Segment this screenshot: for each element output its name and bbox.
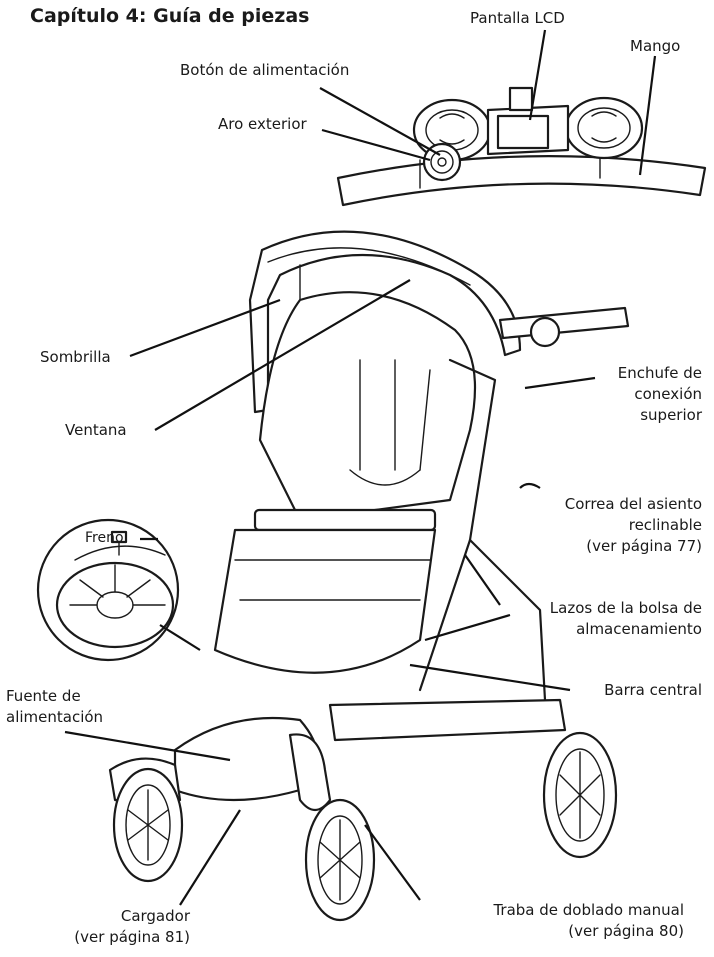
handlebar-detail [336,86,707,207]
label-fuente-line1: Fuente de [6,687,81,705]
label-lazos-line2: almacenamiento [576,620,702,638]
label-sombrilla: Sombrilla [40,348,111,366]
label-barra-central: Barra central [604,681,702,699]
label-aro-exterior: Aro exterior [218,115,307,133]
label-correa-line1: Correa del asiento [564,495,702,513]
label-correa-line2: reclinable [628,516,702,534]
leader-lines [64,29,657,906]
label-fuente-line2: alimentación [6,708,104,726]
label-boton-alimentacion: Botón de alimentación [180,61,350,79]
label-cargador-line2: (ver página 81) [74,928,190,946]
brake-inset [36,518,180,662]
label-enchufe-line1: Enchufe de [617,364,702,382]
label-lazos: Lazos de la bolsa de almacenamiento [550,598,702,640]
label-traba-line2: (ver página 80) [568,922,684,940]
label-enchufe: Enchufe de conexión superior [618,363,702,426]
label-correa-line3: (ver página 77) [586,537,702,555]
label-ventana: Ventana [65,421,127,439]
label-enchufe-line3: superior [640,406,702,424]
page-title: Capítulo 4: Guía de piezas [30,5,310,27]
label-mango: Mango [630,37,681,55]
label-traba-line1: Traba de doblado manual [493,901,684,919]
label-enchufe-line2: conexión [634,385,702,403]
label-fuente: Fuente de alimentación [6,686,103,728]
label-traba: Traba de doblado manual (ver página 80) [493,900,684,942]
label-pantalla-lcd: Pantalla LCD [470,9,565,27]
label-cargador: Cargador (ver página 81) [40,906,190,948]
label-lazos-line1: Lazos de la bolsa de [549,599,702,617]
label-cargador-line1: Cargador [120,907,190,925]
label-freno: Freno [85,530,124,546]
label-correa: Correa del asiento reclinable (ver págin… [565,494,702,557]
stroller-body [108,230,630,922]
